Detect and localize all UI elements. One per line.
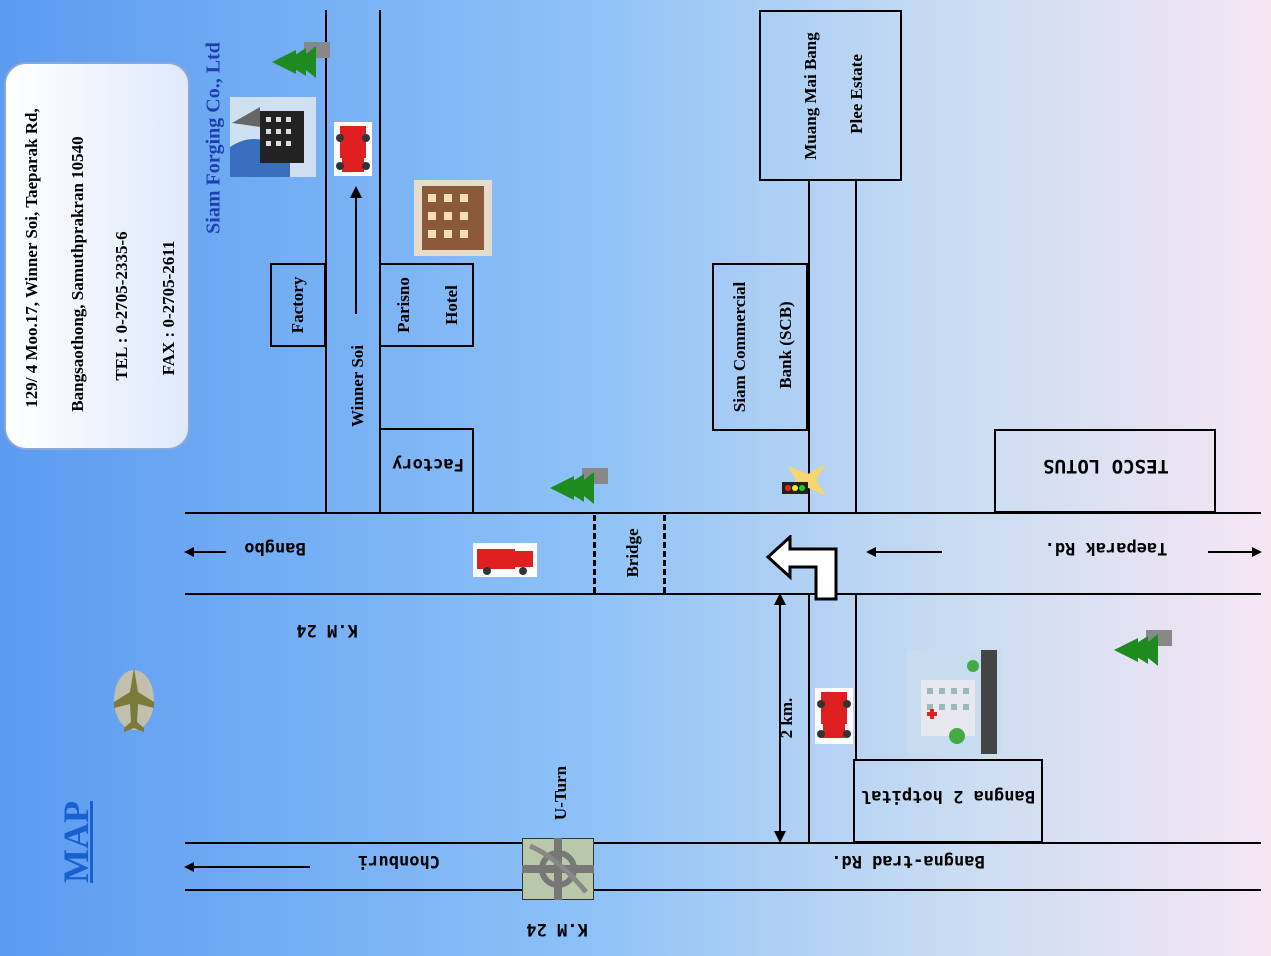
taeparak-left-edge-top bbox=[808, 180, 810, 513]
scb-label-line1: Siam Commercial bbox=[730, 281, 749, 413]
taeparak-arrow-left-icon bbox=[866, 547, 942, 557]
bangna-trad-bottom-edge bbox=[185, 889, 1261, 891]
bangbo-label: Bangbo bbox=[244, 538, 306, 558]
winner-soi-left-edge bbox=[325, 10, 327, 513]
taeparak-arrow-right-icon bbox=[1208, 547, 1262, 557]
hotel-box bbox=[379, 263, 474, 347]
address-line2: Bangsaothong, Samuthprakran 10540 bbox=[68, 136, 87, 412]
address-fax: FAX : 0-2705-2611 bbox=[159, 240, 178, 376]
address-line1: 129/ 4 Moo.17, Winner Soi, Taeparak Rd, bbox=[22, 108, 41, 408]
interchange-icon bbox=[522, 838, 594, 900]
muang-estate-box bbox=[759, 10, 902, 181]
truck-icon bbox=[815, 688, 853, 744]
address-tel: TEL : 0-2705-2335-6 bbox=[112, 231, 131, 381]
chonburi-label: Chonburi bbox=[358, 851, 440, 871]
tree-icon bbox=[272, 42, 330, 78]
tree-icon bbox=[550, 468, 608, 504]
km24-top-label: K.M 24 bbox=[296, 620, 358, 640]
map-title: MAP bbox=[56, 801, 96, 883]
factory-box-1 bbox=[270, 263, 326, 347]
taeparak-right-edge-top bbox=[855, 180, 857, 513]
hotel-label-line1: Parisno bbox=[394, 277, 413, 333]
factory-box-2 bbox=[379, 428, 474, 513]
tesco-box bbox=[994, 429, 1216, 513]
taeparak-left-edge-bottom bbox=[808, 593, 810, 843]
bangbo-arrow-icon bbox=[184, 547, 226, 557]
scb-label-line2: Bank (SCB) bbox=[776, 301, 795, 389]
muang-label-line1: Muang Mai Bang bbox=[801, 32, 820, 160]
hospital-icon bbox=[907, 650, 1001, 754]
horizontal-road-bottom-edge bbox=[185, 593, 1261, 595]
hospital-box bbox=[853, 759, 1043, 843]
turn-arrow-icon bbox=[766, 535, 838, 601]
bangna-trad-label: Bangna-trad Rd. bbox=[831, 851, 985, 871]
bridge-dash-left bbox=[593, 515, 596, 593]
bangna-trad-top-edge bbox=[185, 842, 1261, 844]
traffic-light-icon bbox=[782, 464, 826, 496]
chonburi-arrow-icon bbox=[184, 862, 310, 872]
distance-arrow-icon bbox=[774, 593, 786, 843]
factory-label-1: Factory bbox=[288, 276, 307, 334]
tree-icon bbox=[1114, 630, 1172, 666]
muang-label-line2: Plee Estate bbox=[847, 54, 866, 134]
hospital-label: Bangna 2 hotpital bbox=[861, 786, 1035, 806]
winner-soi-right-edge bbox=[379, 10, 381, 513]
winner-soi-arrow-icon bbox=[350, 186, 362, 314]
horizontal-road-top-edge bbox=[185, 512, 1261, 514]
bridge-label: Bridge bbox=[623, 528, 642, 578]
hotel-icon bbox=[414, 180, 492, 256]
address-card: 129/ 4 Moo.17, Winner Soi, Taeparak Rd, … bbox=[4, 62, 190, 450]
winner-soi-label: Winner Soi bbox=[348, 344, 367, 428]
hotel-label-line2: Hotel bbox=[442, 285, 461, 325]
uturn-label: U-Turn bbox=[551, 765, 570, 821]
airplane-icon bbox=[114, 668, 154, 732]
truck-icon bbox=[334, 122, 372, 176]
km24-bottom-label: K.M 24 bbox=[526, 919, 588, 939]
factory-label-2: Factory bbox=[392, 454, 464, 474]
tesco-label: TESCO LOTUS bbox=[1043, 455, 1169, 477]
scb-box bbox=[712, 263, 808, 431]
factory-icon bbox=[230, 97, 316, 177]
truck-icon bbox=[473, 543, 537, 577]
taeparak-label: Taeparak Rd. bbox=[1044, 538, 1168, 558]
bridge-dash-right bbox=[663, 515, 666, 593]
taeparak-right-edge-bottom bbox=[855, 593, 857, 761]
company-name: Siam Forging Co., Ltd bbox=[202, 42, 225, 234]
